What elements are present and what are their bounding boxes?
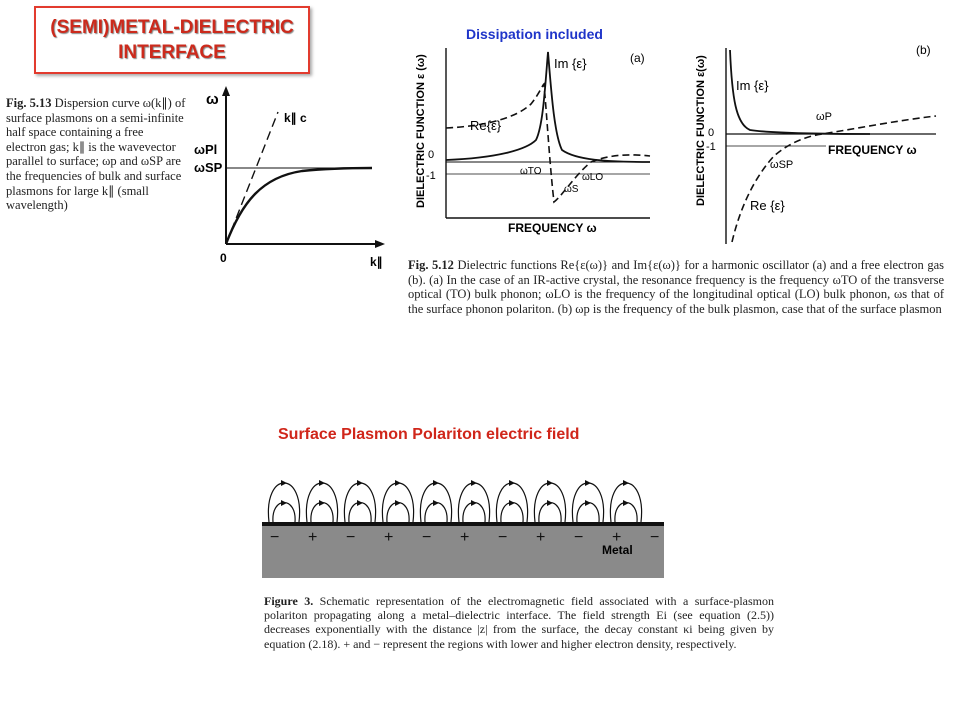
fig513-caption-text: Dispersion curve ω(k∥) of surface plasmo…	[6, 96, 186, 213]
fig512-caption-text: Dielectric functions Re{ε(ω)} and Im{ε(ω…	[408, 258, 945, 316]
spp-heading: Surface Plasmon Polariton electric field	[278, 426, 580, 443]
fig512b-im-curve	[729, 49, 871, 135]
fig513-label: Fig. 5.13	[6, 96, 52, 110]
slide-title-line2: INTERFACE	[118, 42, 226, 63]
fig512a-w-lo: ωLO	[582, 172, 603, 183]
charge-label: −	[650, 529, 659, 546]
fig512a-re-label: Re{ε}	[470, 118, 502, 133]
fig512b-tick-m1: -1	[706, 141, 716, 153]
fig513-y-axis-label: ω	[206, 91, 219, 108]
fig512a-plot: 0 -1 Im {ε} Re{ε} ωTO ωLO ωS (a) FREQUEN…	[415, 48, 651, 235]
charge-label: +	[384, 529, 393, 546]
field-line-inner	[386, 502, 410, 523]
fig512a-re-curve	[445, 82, 651, 204]
field-line-inner	[272, 502, 296, 523]
fig513-origin: 0	[220, 251, 227, 265]
charge-label: +	[536, 529, 545, 546]
field-arrow-icon	[585, 480, 591, 486]
charge-label: +	[308, 529, 317, 546]
fig512b-w-sp: ωSP	[770, 159, 793, 171]
field-arrow-icon	[547, 500, 553, 506]
fig3-caption-text: Schematic representation of the electrom…	[264, 594, 774, 651]
field-arrow-icon	[585, 500, 591, 506]
fig513-y-arrow-icon	[222, 86, 230, 96]
charge-label: +	[460, 529, 469, 546]
field-lines	[267, 480, 643, 523]
fig513-omega-pl: ωPl	[194, 142, 217, 157]
field-line-inner	[500, 502, 524, 523]
fig3-label: Figure 3.	[264, 594, 314, 608]
fig512b-re-curve	[731, 115, 937, 243]
field-arrow-icon	[623, 500, 629, 506]
fig3-caption: Figure 3. Schematic representation of th…	[264, 594, 774, 651]
charge-label: −	[574, 529, 583, 546]
fig512b-im-label: Im {ε}	[736, 78, 769, 93]
fig512b-tag: (b)	[916, 43, 931, 57]
charge-labels: − + − + − + − + − + −	[270, 529, 659, 546]
field-arrow-icon	[433, 500, 439, 506]
fig513-omega-sp: ωSP	[194, 160, 223, 175]
fig512b-w-p: ωP	[816, 111, 832, 123]
field-arrow-icon	[319, 480, 325, 486]
charge-label: −	[498, 529, 507, 546]
field-line-inner	[348, 502, 372, 523]
field-line-inner	[538, 502, 562, 523]
charge-label: −	[346, 529, 355, 546]
fig512a-im-curve	[445, 51, 651, 163]
slide-title-box: (SEMI)METAL-DIELECTRIC INTERFACE	[34, 6, 310, 74]
field-arrow-icon	[281, 500, 287, 506]
field-arrow-icon	[319, 500, 325, 506]
fig512-caption: Fig. 5.12 Dielectric functions Re{ε(ω)} …	[408, 258, 944, 316]
fig513-x-axis-label: k∥	[370, 255, 383, 269]
field-arrow-icon	[357, 480, 363, 486]
fig512a-x-axis-label: FREQUENCY ω	[508, 221, 597, 235]
fig512b-y-axis-label: DIELECTRIC FUNCTION ε(ω)	[695, 55, 707, 206]
fig512b-x-axis-label: FREQUENCY ω	[828, 143, 917, 157]
charge-label: −	[270, 529, 279, 546]
fig512a-w-s: ωS	[564, 184, 579, 195]
dissipation-label: Dissipation included	[466, 26, 603, 42]
field-arrow-icon	[281, 480, 287, 486]
fig512b-plot: 0 -1 Im {ε} Re {ε} ωP ωSP FREQUENCY ω (b…	[695, 43, 937, 244]
fig513-x-arrow-icon	[375, 240, 385, 248]
metal-region	[262, 526, 664, 578]
metal-label: Metal	[602, 543, 633, 557]
fig512b-re-label: Re {ε}	[750, 198, 785, 213]
field-line-inner	[310, 502, 334, 523]
slide-title-line1: (SEMI)METAL-DIELECTRIC	[50, 17, 294, 38]
field-arrow-icon	[471, 480, 477, 486]
fig512a-y-axis-label: DIELECTRIC FUNCTION ε (ω)	[415, 54, 427, 208]
field-line-inner	[424, 502, 448, 523]
fig513-sp-curve	[224, 166, 373, 245]
field-arrow-icon	[471, 500, 477, 506]
field-arrow-icon	[623, 480, 629, 486]
field-arrow-icon	[395, 480, 401, 486]
field-arrow-icon	[509, 500, 515, 506]
field-line-inner	[462, 502, 486, 523]
fig512a-tick0: 0	[428, 149, 434, 161]
spp-field-diagram: − + − + − + − + − + − Metal	[262, 480, 664, 578]
interface-line	[262, 522, 664, 526]
fig512a-tag: (a)	[630, 51, 645, 65]
fig513-light-line	[225, 111, 279, 245]
fig512a-tick-m1: -1	[426, 170, 436, 182]
fig513-dispersion-plot: ω ωPl ωSP 0 k∥ k∥ c	[194, 86, 385, 269]
field-arrow-icon	[357, 500, 363, 506]
fig513-caption: Fig. 5.13 Dispersion curve ω(k∥) of surf…	[6, 96, 186, 213]
field-line-inner	[576, 502, 600, 523]
field-arrow-icon	[433, 480, 439, 486]
fig512a-w-to: ωTO	[520, 166, 542, 177]
field-line-inner	[614, 502, 638, 523]
fig512b-tick0: 0	[708, 127, 714, 139]
charge-label: −	[422, 529, 431, 546]
fig512a-im-label: Im {ε}	[554, 56, 587, 71]
charge-label: +	[612, 529, 621, 546]
field-arrow-icon	[395, 500, 401, 506]
field-arrow-icon	[509, 480, 515, 486]
fig512-label: Fig. 5.12	[408, 258, 454, 272]
field-arrow-icon	[547, 480, 553, 486]
fig513-light-line-label: k∥ c	[284, 111, 307, 125]
